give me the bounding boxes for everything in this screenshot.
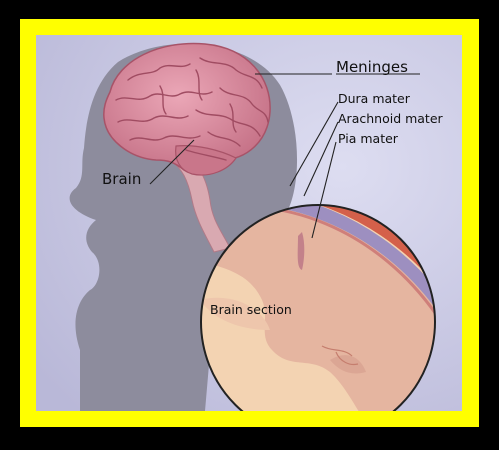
label-pia-mater: Pia mater (338, 131, 398, 146)
label-brain: Brain (102, 170, 141, 188)
label-arachnoid-mater: Arachnoid mater (338, 111, 443, 126)
label-meninges: Meninges (336, 58, 408, 76)
label-brain-section: Brain section (210, 302, 292, 317)
label-dura-mater: Dura mater (338, 91, 410, 106)
